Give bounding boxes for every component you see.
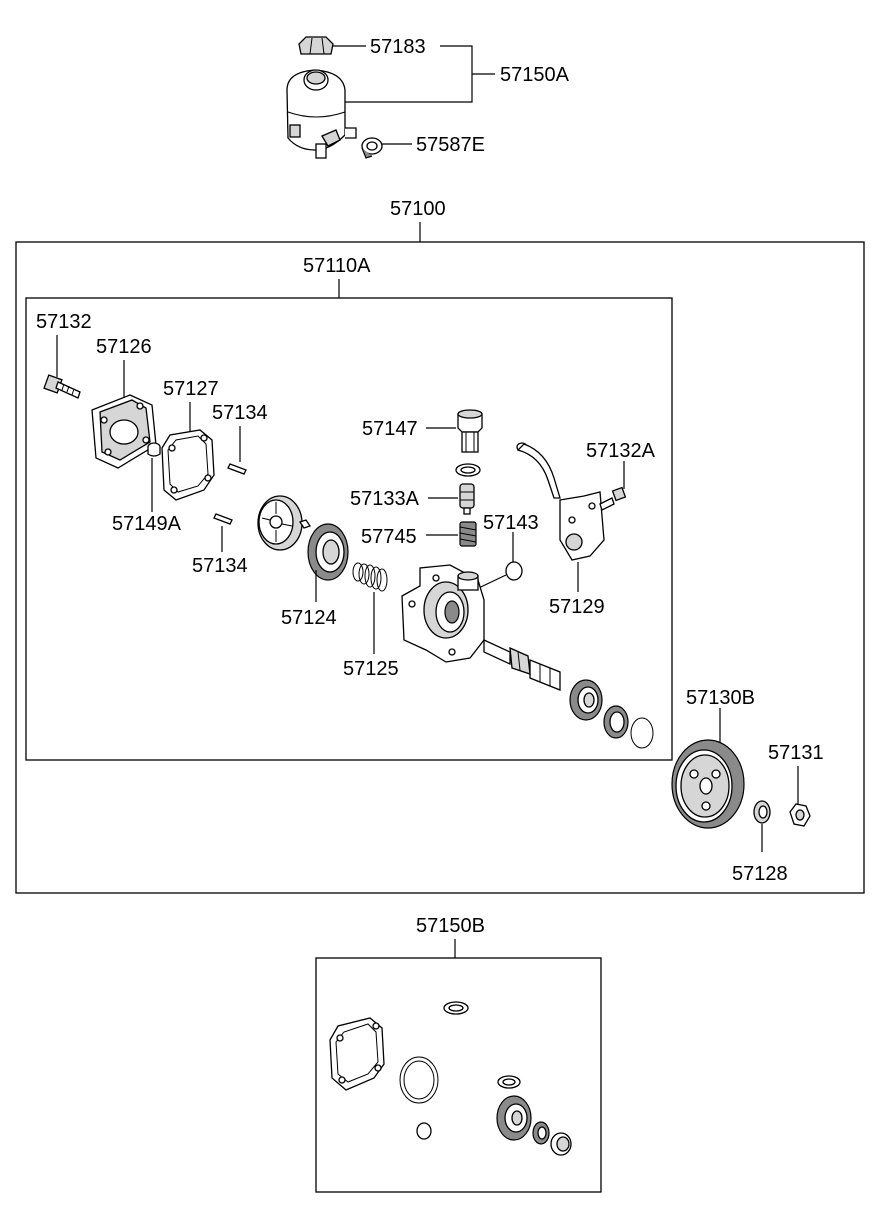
connector-part [457,409,483,453]
label-gasket: 57127 [163,378,219,400]
pump-assembly-group: 57100 57110A 57132 57126 [15,198,865,894]
spring-main-part [352,562,388,592]
label-pump-assy: 57100 [390,198,446,220]
pump-assy-frame [15,241,865,894]
kit-gasket-part [329,1017,385,1091]
seal-kit-group: 57150B [315,915,602,1193]
label-pin-lower: 57134 [192,555,248,577]
label-connector: 57147 [362,418,418,440]
washer-part [753,800,771,824]
label-cam-ring: 57124 [281,607,337,629]
kit-washer-top-part [443,1001,469,1015]
label-pin-upper: 57134 [212,402,268,424]
pin-upper-part [227,463,247,475]
bolt-bracket-part [599,486,627,511]
rotor-part [257,495,312,551]
label-o-ring: 57143 [483,512,539,534]
shaft-bearing-part [569,679,603,721]
connector-washer-part [455,463,481,477]
kit-washer-mid-part [497,1075,521,1089]
kit-large-o-ring-part [399,1056,439,1104]
label-bolt-rear: 57132 [36,311,92,333]
valve-spring-part [459,521,477,547]
kit-seal-part [532,1121,550,1145]
label-valve-spring: 57745 [361,526,417,548]
o-ring-part [505,561,523,581]
reservoir-cap-part [298,36,334,55]
label-hose-clamp: 57587E [416,134,485,156]
label-seal-kit: 57150B [416,915,485,937]
label-reservoir-cap: 57183 [370,36,426,58]
label-spring-main: 57125 [343,658,399,680]
label-pump-sub-assy: 57110A [303,255,371,277]
label-reservoir-assy: 57150A [500,64,570,86]
label-bracket: 57129 [549,596,605,618]
label-flow-valve: 57133A [350,488,420,510]
nut-part [789,803,811,827]
dowel-part [147,442,161,457]
cam-ring-part [307,523,349,581]
kit-bearing-part [496,1095,532,1141]
bracket-part [516,442,605,561]
label-nut: 57131 [768,742,824,764]
flow-valve-part [459,483,475,515]
pump-body-part [401,564,485,663]
shaft-seal-part [603,705,629,739]
snap-ring-part [630,717,654,749]
label-rear-cover: 57126 [96,336,152,358]
seal-kit-frame [315,957,602,1193]
gasket-part [161,429,215,501]
pulley-part [671,739,745,829]
kit-small-o-ring-part [416,1122,432,1140]
hose-clamp-part [361,137,383,159]
label-washer: 57128 [732,863,788,885]
pump-sub-assy-frame [25,297,673,761]
shaft-part [483,638,561,691]
rear-cover-part [91,394,157,469]
label-dowel: 57149A [112,513,182,535]
kit-bushing-part [550,1132,572,1156]
reservoir-group: 57183 57150A 57587E [286,36,570,159]
pin-lower-part [213,513,233,525]
label-pulley: 57130B [686,687,755,709]
reservoir-tank-part [286,69,357,159]
bolt-rear-part [43,374,81,399]
label-bolt-bracket: 57132A [586,440,656,462]
